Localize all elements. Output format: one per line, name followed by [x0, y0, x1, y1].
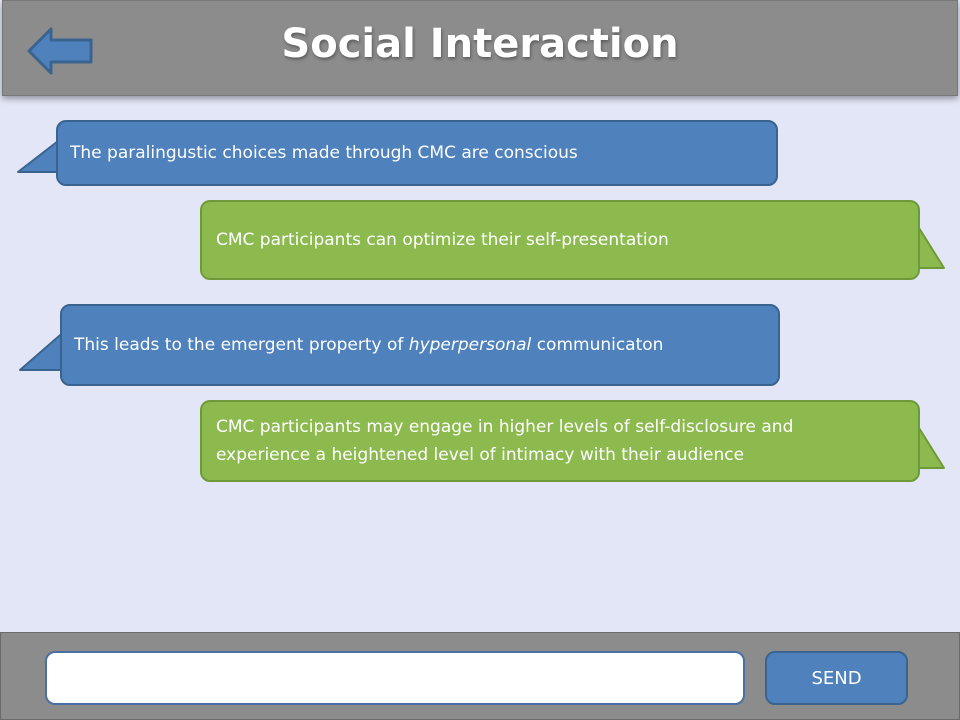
composer-bar: SEND — [0, 632, 960, 720]
back-arrow-icon[interactable] — [25, 25, 95, 77]
message-text: This leads to the emergent property of h… — [74, 335, 664, 355]
message-text: CMC participants can optimize their self… — [216, 230, 669, 250]
message-text: The paralingustic choices made through C… — [70, 143, 578, 163]
message-text-line-1: CMC participants may engage in higher le… — [216, 417, 794, 437]
header-bar: Social Interaction — [2, 0, 958, 96]
message-text-line-2: experience a heightened level of intimac… — [216, 445, 745, 465]
emphasized-word: hyperpersonal — [408, 335, 532, 355]
message-input[interactable] — [45, 651, 745, 705]
send-button[interactable]: SEND — [765, 651, 908, 705]
page-title: Social Interaction — [281, 21, 679, 67]
